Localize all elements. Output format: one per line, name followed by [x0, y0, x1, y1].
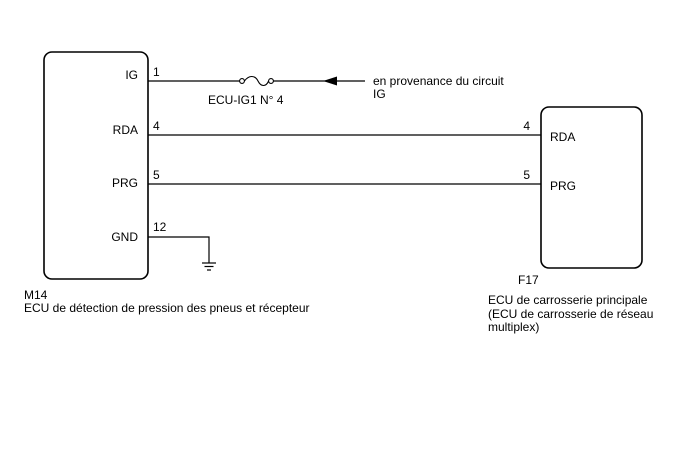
right-unit-name-line2: (ECU de carrosserie de réseau: [488, 307, 654, 321]
gnd-wire: [148, 236, 210, 263]
fuse-icon: [243, 75, 270, 87]
ground-icon: [202, 262, 216, 271]
fuse-terminal-right: [268, 78, 274, 84]
right-unit-name-line3: multiplex): [488, 320, 540, 334]
left-pin-label-ig: IG: [125, 68, 138, 82]
right-pin-number-rda: 4: [523, 119, 530, 133]
source-label-line1: en provenance du circuit: [373, 74, 504, 88]
source-arrow-icon: [323, 76, 337, 86]
right-pin-label-rda: RDA: [550, 130, 576, 144]
left-unit-connector: M14: [24, 288, 48, 302]
left-pin-number-ig: 1: [153, 65, 160, 79]
right-pin-label-prg: PRG: [550, 179, 577, 193]
left-pin-label-prg: PRG: [111, 176, 138, 190]
left-pin-number-prg: 5: [153, 168, 160, 182]
left-ecu-box: [43, 51, 149, 280]
left-unit-name: ECU de détection de pression des pneus e…: [24, 301, 310, 315]
left-pin-label-gnd: GND: [111, 230, 138, 244]
fuse-terminal-left: [239, 78, 245, 84]
source-label-line2: IG: [373, 87, 386, 101]
left-pin-number-rda: 4: [153, 119, 160, 133]
right-ecu-box: [540, 106, 643, 269]
left-pin-number-gnd: 12: [153, 220, 167, 234]
fuse-label: ECU-IG1 N° 4: [208, 93, 284, 107]
right-unit-name-line1: ECU de carrosserie principale: [488, 293, 648, 307]
right-pin-number-prg: 5: [523, 168, 530, 182]
left-pin-label-rda: RDA: [112, 123, 138, 137]
right-unit-connector: F17: [518, 273, 539, 287]
